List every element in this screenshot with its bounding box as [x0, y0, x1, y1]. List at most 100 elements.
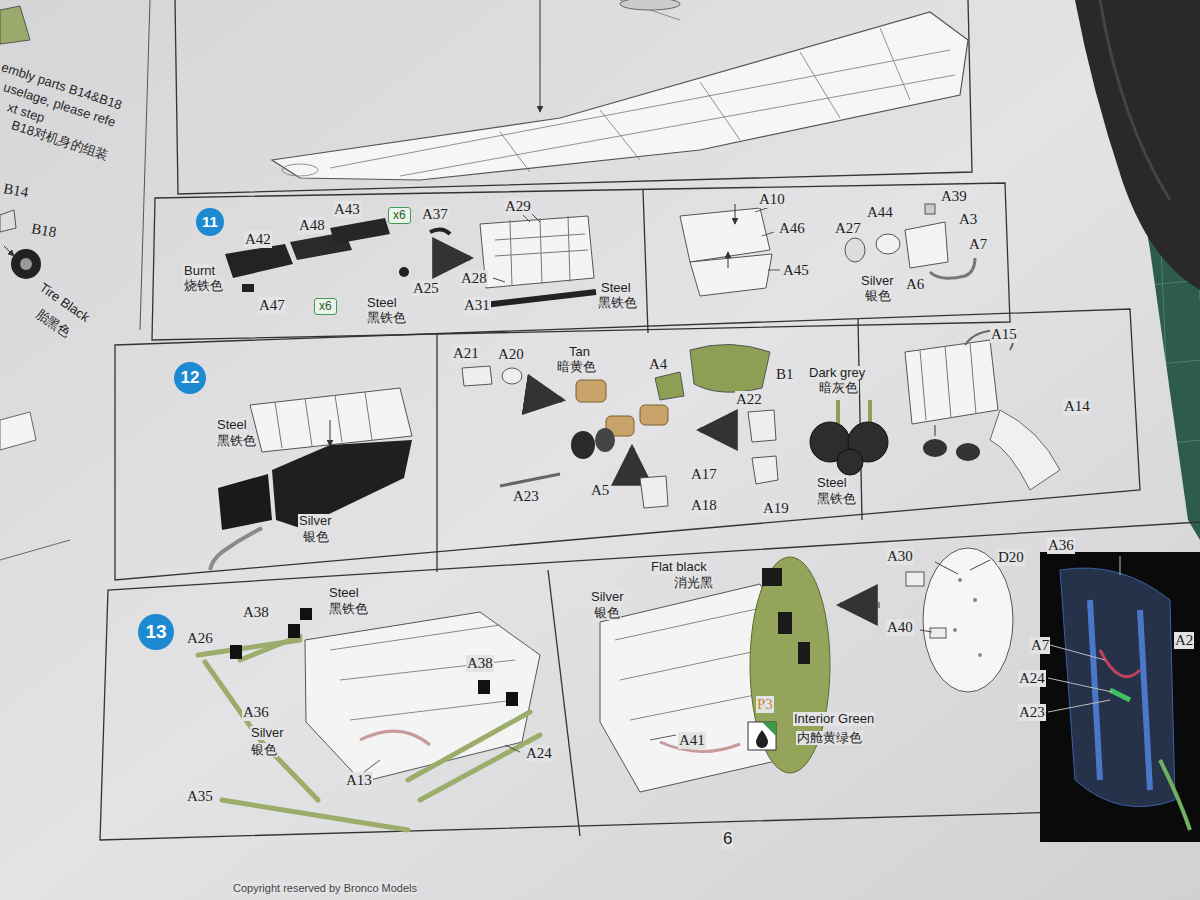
part-number: A21: [452, 345, 480, 362]
part-number: A41: [678, 732, 706, 749]
part-number: A4: [648, 356, 668, 373]
part-number: A35: [186, 788, 214, 805]
firewall-assembly: [600, 548, 1013, 792]
color-name: Silver: [250, 726, 285, 740]
part-number: A24: [1018, 670, 1046, 687]
supercharger-parts: [462, 344, 888, 508]
part-number: A20: [497, 346, 525, 363]
part-number: A25: [412, 280, 440, 297]
color-name: Steel: [366, 296, 398, 310]
part-number: A40: [886, 619, 914, 636]
wing-panel: [175, 0, 972, 194]
part-number: A2: [1174, 632, 1194, 649]
photo-inset: [1040, 552, 1200, 842]
part-number: A48: [298, 217, 326, 234]
color-name: 暗黄色: [556, 360, 597, 374]
part-number: A19: [762, 500, 790, 517]
part-number: A5: [590, 482, 610, 499]
part-number: A10: [758, 191, 786, 208]
part-number: A7: [1030, 637, 1050, 654]
part-number: B18: [29, 220, 58, 241]
part-number: A14: [1063, 398, 1091, 415]
part-number: A36: [242, 704, 270, 721]
part-number: A18: [690, 497, 718, 514]
color-name: 内舱黄绿色: [796, 731, 863, 745]
color-name: 黑铁色: [366, 311, 407, 325]
step-number: 11: [196, 208, 224, 236]
part-number: B14: [1, 180, 30, 201]
part-number: A23: [512, 488, 540, 505]
step-frame: [115, 309, 1140, 580]
part-number: A27: [834, 220, 862, 237]
node-text: 13: [145, 622, 166, 643]
node-text: 11: [202, 214, 218, 231]
part-number: A7: [968, 236, 988, 253]
engine-block: [210, 388, 412, 570]
color-name: Steel: [328, 586, 360, 600]
part-number: A15: [990, 326, 1018, 343]
color-name: Burnt: [183, 264, 216, 278]
color-name: Silver: [298, 514, 333, 528]
node-text: 12: [181, 369, 200, 388]
leader-lines: [364, 205, 780, 772]
part-number: A6: [905, 276, 925, 293]
part-number: A43: [333, 201, 361, 218]
part-number: A44: [866, 204, 894, 221]
color-name: 消光黑: [673, 576, 714, 590]
part-number: A38: [242, 604, 270, 621]
step-frame: [152, 183, 1010, 340]
dark-object: [1075, 0, 1200, 290]
color-name: Steel: [216, 418, 248, 432]
color-name: Steel: [600, 281, 632, 295]
node-text: x6: [393, 209, 406, 222]
part-number: A30: [886, 548, 914, 565]
quantity-box: x6: [388, 207, 411, 224]
color-name: 银色: [593, 606, 621, 620]
color-name: Silver: [590, 590, 625, 604]
color-name: Dark grey: [808, 366, 866, 380]
node-text: x6: [319, 300, 332, 313]
part-number: A39: [940, 188, 968, 205]
object-highlight: [1100, 0, 1170, 200]
part-number: B1: [775, 366, 795, 383]
part-number: A22: [735, 391, 763, 408]
part-number: A24: [525, 745, 553, 762]
part-number: A46: [778, 220, 806, 237]
part-number: A45: [782, 262, 810, 279]
intake-parts: [680, 204, 975, 296]
part-number: A29: [504, 198, 532, 215]
color-name: 黑铁色: [328, 602, 369, 616]
part-number: A28: [460, 270, 488, 287]
step-number: 12: [174, 362, 206, 394]
part-number: A47: [258, 297, 286, 314]
color-name: 银色: [864, 289, 892, 303]
part-number: A31: [463, 297, 491, 314]
color-name: 暗灰色: [818, 381, 859, 395]
color-name: Flat black: [650, 560, 708, 574]
quantity-box: x6: [314, 298, 337, 315]
step-frame: [100, 522, 1200, 840]
copyright-text: Copyright reserved by Bronco Models: [232, 882, 418, 894]
color-name: 银色: [302, 530, 330, 544]
color-name: 黑铁色: [597, 296, 638, 310]
color-name: Silver: [860, 274, 895, 288]
color-name: Steel: [816, 476, 848, 490]
part-number: A38: [466, 655, 494, 672]
color-name: 黑铁色: [816, 492, 857, 506]
color-name: Tan: [568, 345, 591, 359]
part-number: A42: [244, 231, 272, 248]
engine-assembly: [905, 330, 1060, 490]
part-number: A23: [1018, 704, 1046, 721]
part-number: A36: [1047, 537, 1075, 554]
part-number: A17: [690, 466, 718, 483]
step-number: 13: [138, 614, 174, 650]
part-number: A26: [186, 630, 214, 647]
paint-icon: [748, 722, 776, 750]
part-number: A37: [421, 206, 449, 223]
color-name: Interior Green: [793, 712, 875, 726]
engine-mount: [198, 608, 540, 830]
